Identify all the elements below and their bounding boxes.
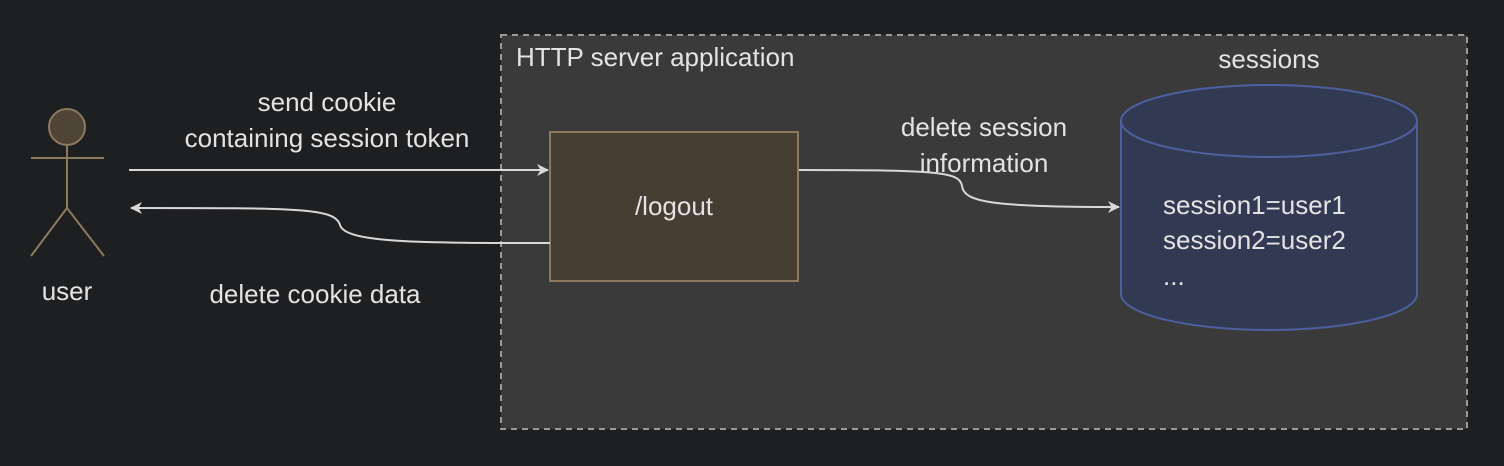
delete-label-line2: information <box>919 148 1049 178</box>
request-label-line1: send cookie <box>257 87 397 117</box>
server-title: HTTP server application <box>516 42 795 72</box>
datastore-entry: ... <box>1163 261 1185 291</box>
actor-label: user <box>41 276 93 306</box>
user-actor-icon <box>30 108 105 257</box>
datastore-entry: session1=user1 <box>1163 190 1346 220</box>
datastore-entry: session2=user2 <box>1163 225 1346 255</box>
delete-session-arrow <box>798 169 1120 213</box>
datastore-title: sessions <box>1218 44 1320 74</box>
logout-endpoint-box <box>549 131 799 282</box>
response-arrow <box>130 202 551 244</box>
sessions-datastore-cylinder <box>1120 84 1418 331</box>
endpoint-label: /logout <box>634 191 714 221</box>
response-label: delete cookie data <box>209 279 421 309</box>
request-label-line2: containing session token <box>184 123 470 153</box>
delete-label-line1: delete session <box>900 112 1068 142</box>
